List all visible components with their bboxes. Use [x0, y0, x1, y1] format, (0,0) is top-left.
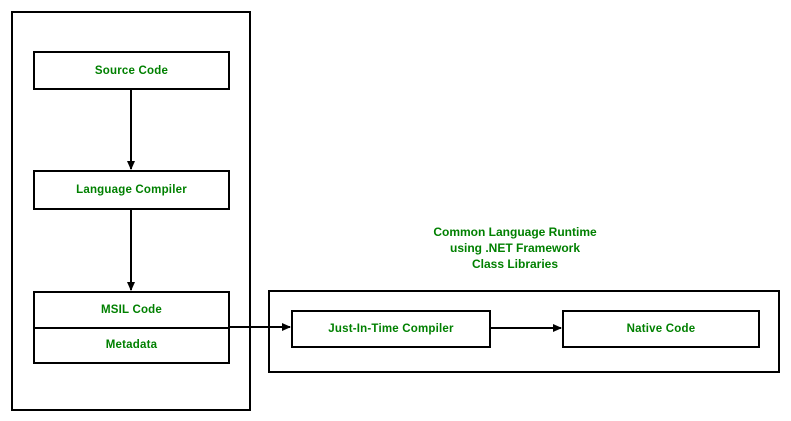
node-metadata[interactable]: Metadata [35, 326, 228, 363]
clr-caption-line-3: Class Libraries [471, 257, 559, 271]
clr-caption-line-1: Common Language Runtime [433, 225, 597, 239]
node-msil-code-label: MSIL Code [100, 303, 162, 316]
clr-container-box [268, 290, 780, 373]
node-msil-code[interactable]: MSIL Code [35, 293, 228, 327]
node-msil-assembly[interactable]: MSIL Code Metadata [33, 291, 230, 364]
node-metadata-label: Metadata [105, 339, 158, 352]
assembly-container-box [11, 11, 251, 411]
clr-caption-line-2: using .NET Framework [449, 241, 581, 255]
node-native-code-label: Native Code [626, 323, 696, 335]
node-jit-compiler-label: Just-In-Time Compiler [328, 323, 454, 335]
node-source-code[interactable]: Source Code [33, 51, 230, 90]
node-jit-compiler[interactable]: Just-In-Time Compiler [291, 310, 491, 348]
clr-caption: Common Language Runtime using .NET Frame… [395, 224, 635, 272]
node-language-compiler[interactable]: Language Compiler [33, 170, 230, 210]
node-language-compiler-label: Language Compiler [76, 184, 187, 196]
node-native-code[interactable]: Native Code [562, 310, 760, 348]
node-source-code-label: Source Code [94, 64, 169, 77]
